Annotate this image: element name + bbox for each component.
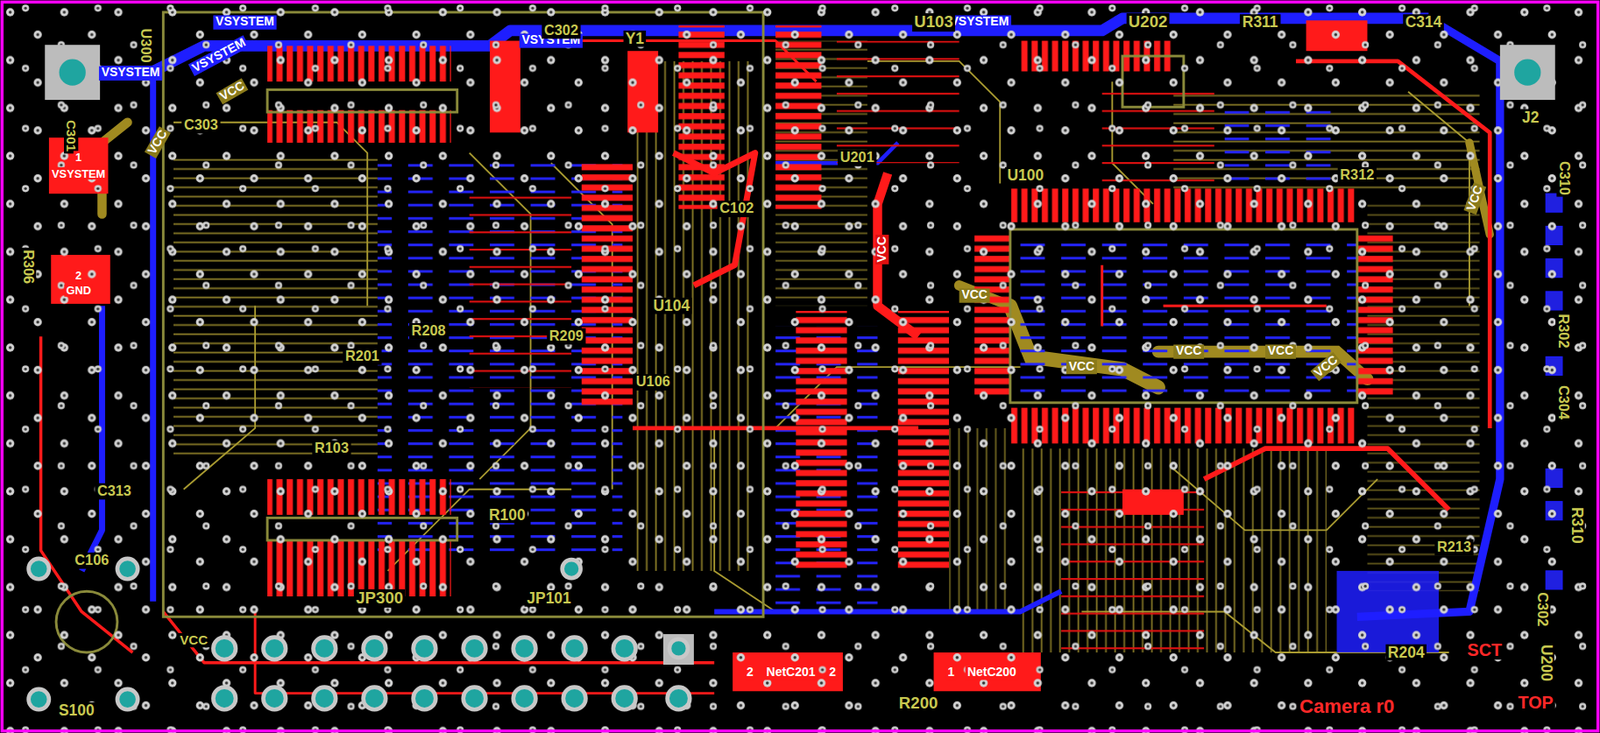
part-label: C302 xyxy=(542,22,581,39)
part-label: U106 xyxy=(633,375,673,391)
part-label: R201 xyxy=(343,348,383,365)
part-label: C102 xyxy=(717,201,757,218)
pad-label: NetC201 xyxy=(764,666,818,680)
part-label: C304 xyxy=(1555,383,1572,423)
net-label: VCC xyxy=(1265,345,1296,359)
net-label: VCC xyxy=(959,289,990,303)
part-label: JP101 xyxy=(524,590,574,608)
pad-label: NetC200 xyxy=(965,666,1020,680)
part-label: U300 xyxy=(138,27,155,66)
part-label: R213 xyxy=(1435,539,1474,556)
part-label: U201 xyxy=(837,149,877,166)
part-label: U104 xyxy=(651,297,692,315)
part-label: U100 xyxy=(1005,167,1046,185)
part-label: VCC xyxy=(177,633,211,649)
board-title: Camera r0 xyxy=(1297,696,1397,718)
net-label: VCC xyxy=(876,234,890,265)
part-label: C310 xyxy=(1556,159,1572,199)
part-label: R209 xyxy=(547,328,587,345)
part-label: R302 xyxy=(1555,312,1572,352)
part-label: C314 xyxy=(1402,14,1444,31)
pad-label: 1 xyxy=(73,150,85,163)
part-label: R100 xyxy=(487,506,528,524)
part-label: R204 xyxy=(1386,644,1427,661)
pad-label: 1 xyxy=(945,666,956,680)
part-label: R103 xyxy=(312,440,352,457)
part-label: U202 xyxy=(1126,13,1170,31)
net-label: VSYSTEM xyxy=(99,66,162,80)
part-label: C313 xyxy=(95,483,135,500)
pad-label: 2 xyxy=(744,666,756,680)
part-label: R311 xyxy=(1239,14,1280,31)
part-label: R208 xyxy=(409,323,448,340)
part-label: C301 xyxy=(63,117,79,154)
part-label: R200 xyxy=(896,694,940,713)
net-label: VCC xyxy=(1066,360,1097,374)
part-label: U200 xyxy=(1537,642,1555,683)
part-label: C106 xyxy=(72,552,112,569)
pad-label: GND xyxy=(63,284,93,298)
board-title: SCT xyxy=(1465,641,1504,661)
part-label: U103 xyxy=(912,13,956,31)
net-label: VSYSTEM xyxy=(948,15,1011,29)
pad-label: 2 xyxy=(827,666,838,680)
board-title: TOP xyxy=(1515,693,1556,714)
pad-label: VSYSTEM xyxy=(49,167,108,180)
part-label: C303 xyxy=(182,117,221,134)
pad-label: 2 xyxy=(73,269,85,282)
part-label: R306 xyxy=(21,247,37,287)
part-label: C302 xyxy=(1535,590,1551,630)
part-label: JP300 xyxy=(353,589,406,608)
part-label: J2 xyxy=(1520,108,1542,126)
part-label: R310 xyxy=(1568,504,1586,546)
part-label: R312 xyxy=(1338,167,1377,184)
part-label: Y1 xyxy=(623,30,646,48)
net-label: VSYSTEM xyxy=(213,15,277,29)
part-label: S100 xyxy=(56,702,97,720)
net-label: VCC xyxy=(1174,345,1204,359)
